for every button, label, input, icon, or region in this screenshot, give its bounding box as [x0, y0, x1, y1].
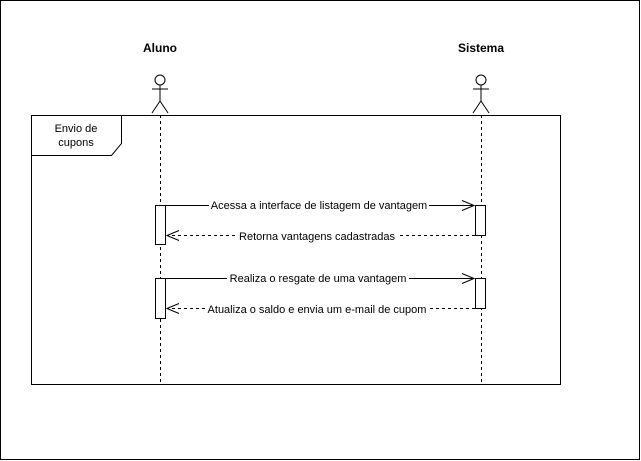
- activation-sistema-1: [475, 205, 486, 236]
- activation-aluno-1: [155, 205, 166, 245]
- activation-sistema-2: [475, 278, 486, 309]
- actor-sistema-label: Sistema: [458, 41, 504, 55]
- message-label-bg-3: [227, 271, 409, 285]
- actor-aluno-label: Aluno: [143, 41, 177, 55]
- message-label-bg-1: [209, 198, 429, 212]
- fragment-label-tab: [31, 115, 122, 156]
- actor-sistema-figure: [472, 74, 490, 114]
- message-label-1: Acessa a interface de listagem de vantag…: [211, 200, 427, 212]
- fragment-frame: [31, 115, 561, 385]
- message-label-bg-2: [237, 229, 397, 243]
- fragment-label-line2: cupons: [58, 137, 94, 149]
- message-label-2: Retorna vantagens cadastradas: [239, 231, 395, 243]
- activation-aluno-2: [155, 278, 166, 319]
- message-label-3: Realiza o resgate de uma vantagem: [230, 273, 407, 285]
- message-label-bg-4: [205, 302, 429, 316]
- fragment-label-line1: Envio de: [55, 123, 98, 135]
- actor-aluno-figure: [151, 74, 169, 114]
- message-label-4: Atualiza o saldo e envia um e-mail de cu…: [208, 304, 427, 316]
